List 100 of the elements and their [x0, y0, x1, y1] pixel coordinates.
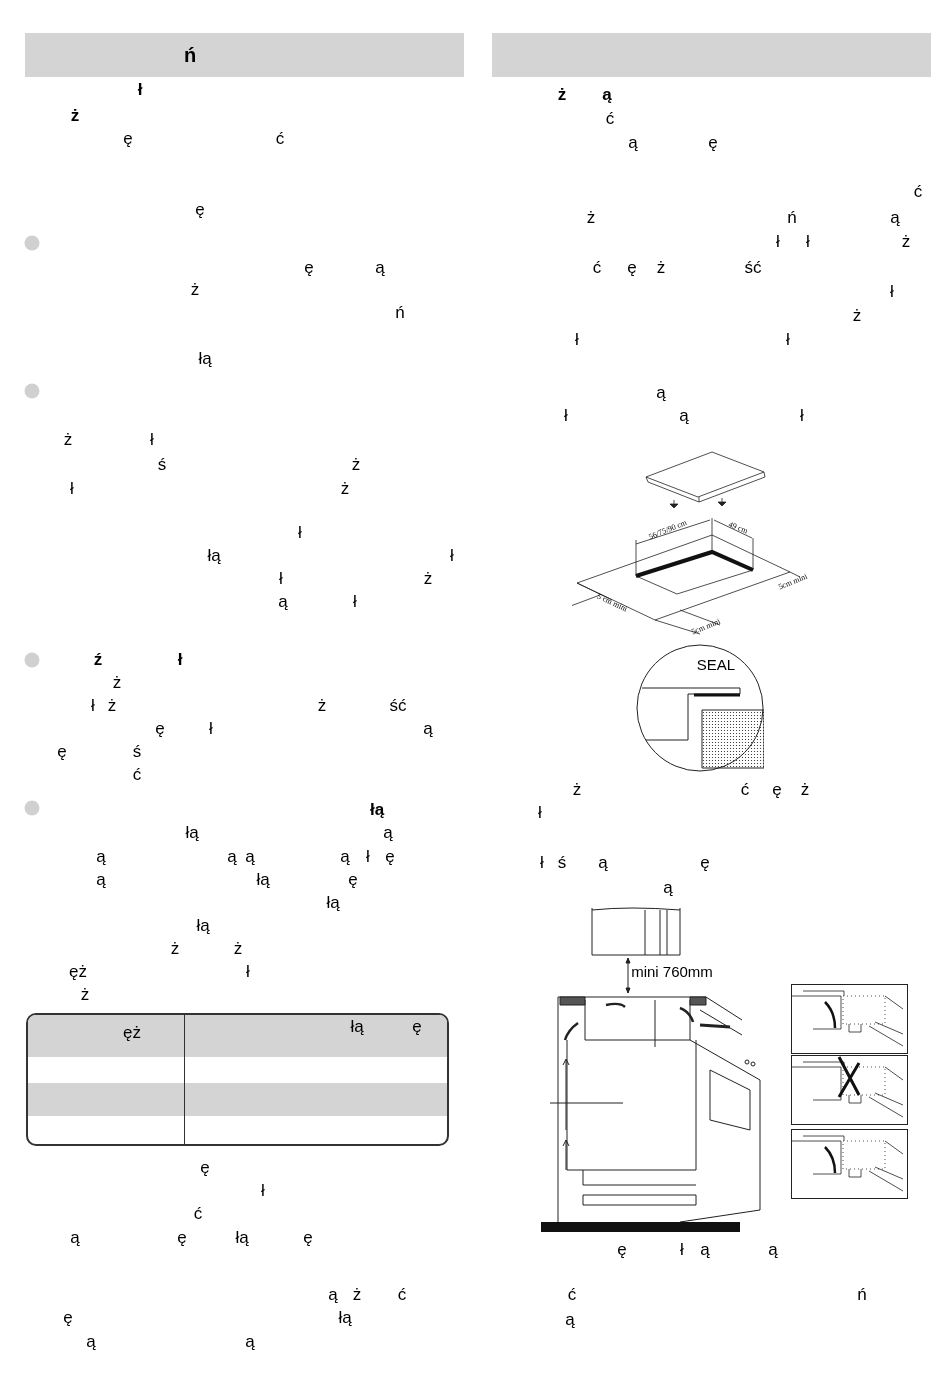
dimension-label: 5 cm mini	[595, 591, 629, 615]
dimension-label: 5cm mini	[690, 616, 722, 638]
text-fragment: ż	[317, 696, 327, 716]
text-fragment: ń	[857, 1285, 867, 1305]
dimension-label: 49 cm	[726, 519, 750, 537]
text-fragment: łą	[350, 1017, 364, 1037]
text-fragment: ą	[96, 847, 106, 867]
text-fragment: ś	[557, 853, 567, 873]
text-fragment: ł	[177, 650, 183, 670]
text-fragment: ż	[112, 673, 122, 693]
text-fragment: ą	[227, 847, 237, 867]
text-fragment: ą	[700, 1240, 710, 1260]
text-fragment: ę	[627, 258, 637, 278]
text-fragment: ę	[700, 853, 710, 873]
text-fragment: ć	[193, 1204, 203, 1224]
text-fragment: ść	[744, 258, 762, 278]
text-fragment: ż	[70, 106, 80, 126]
text-fragment: ł	[366, 847, 370, 867]
text-fragment: ć	[275, 129, 285, 149]
text-fragment: łą	[235, 1228, 249, 1248]
text-fragment: ż	[852, 306, 862, 326]
text-fragment: ą	[245, 847, 255, 867]
text-fragment: ą	[565, 1310, 575, 1330]
section-title: ń	[183, 43, 197, 67]
text-fragment: ę	[63, 1308, 73, 1328]
text-fragment: ż	[170, 939, 180, 959]
text-fragment: ę	[412, 1017, 422, 1037]
text-fragment: ż	[352, 1285, 362, 1305]
text-fragment: łą	[207, 546, 221, 566]
text-fragment: ę	[385, 847, 395, 867]
text-fragment: ł	[680, 1240, 684, 1260]
text-fragment: ł	[890, 282, 894, 302]
text-fragment: ć	[592, 258, 602, 278]
text-fragment: ć	[740, 780, 750, 800]
text-fragment: ż	[340, 479, 350, 499]
text-fragment: ż	[572, 780, 582, 800]
text-fragment: ę	[617, 1240, 627, 1260]
drawing-label: SEAL	[696, 656, 736, 674]
text-fragment: ż	[80, 985, 90, 1005]
text-fragment: ą	[383, 823, 393, 843]
text-fragment: ż	[901, 232, 911, 252]
text-fragment: ż	[190, 280, 200, 300]
text-fragment: łą	[369, 800, 385, 820]
text-fragment: ą	[375, 258, 385, 278]
text-fragment: ż	[423, 569, 433, 589]
text-fragment: ć	[913, 182, 923, 202]
text-fragment: łą	[256, 870, 270, 890]
text-fragment: ż	[107, 696, 117, 716]
text-fragment: ę	[123, 129, 133, 149]
text-fragment: ą	[890, 208, 900, 228]
text-fragment: ę	[303, 1228, 313, 1248]
text-fragment: ł	[575, 330, 579, 350]
text-fragment: łą	[185, 823, 199, 843]
text-fragment: ęż	[69, 962, 87, 982]
text-fragment: ą	[768, 1240, 778, 1260]
text-fragment: ę	[200, 1158, 210, 1178]
text-fragment: ż	[351, 455, 361, 475]
text-fragment: ł	[261, 1181, 265, 1201]
text-fragment: ę	[772, 780, 782, 800]
text-fragment: ą	[70, 1228, 80, 1248]
text-fragment: ć	[605, 109, 615, 129]
text-fragment: ę	[195, 200, 205, 220]
text-fragment: ą	[663, 878, 673, 898]
text-fragment: ł	[786, 330, 790, 350]
text-fragment: ż	[586, 208, 596, 228]
text-fragment: ę	[155, 719, 165, 739]
text-fragment: ł	[209, 719, 213, 739]
text-fragment: ł	[538, 803, 542, 823]
text-fragment: ł	[564, 406, 568, 426]
text-fragment: ą	[96, 870, 106, 890]
text-fragment: ą	[278, 592, 288, 612]
text-fragment: ż	[656, 258, 666, 278]
text-fragment: ą	[656, 383, 666, 403]
text-fragment: ć	[397, 1285, 407, 1305]
text-fragment: ą	[86, 1332, 96, 1352]
text-fragment: ł	[776, 232, 780, 252]
text-fragment: ęż	[123, 1023, 141, 1043]
text-fragment: łą	[338, 1308, 352, 1328]
text-fragment: ł	[450, 546, 454, 566]
text-fragment: ł	[806, 232, 810, 252]
text-fragment: łą	[196, 916, 210, 936]
text-fragment: ę	[348, 870, 358, 890]
text-fragment: ł	[353, 592, 357, 612]
text-fragment: ę	[57, 742, 67, 762]
text-fragment: ż	[63, 430, 73, 450]
text-fragment: ą	[602, 85, 612, 105]
dimension-label: 5cm mini	[777, 571, 809, 593]
text-fragment: ą	[628, 133, 638, 153]
text-fragment: ą	[679, 406, 689, 426]
text-fragment: ą	[423, 719, 433, 739]
text-fragment: ę	[304, 258, 314, 278]
text-fragment: ż	[233, 939, 243, 959]
text-fragment: ł	[800, 406, 804, 426]
text-fragment: ć	[132, 765, 142, 785]
text-fragment: ś	[132, 742, 142, 762]
text-fragment: ą	[328, 1285, 338, 1305]
text-fragment: ń	[787, 208, 797, 228]
text-fragment: ą	[245, 1332, 255, 1352]
text-fragment: ę	[177, 1228, 187, 1248]
text-fragment: ł	[540, 853, 544, 873]
